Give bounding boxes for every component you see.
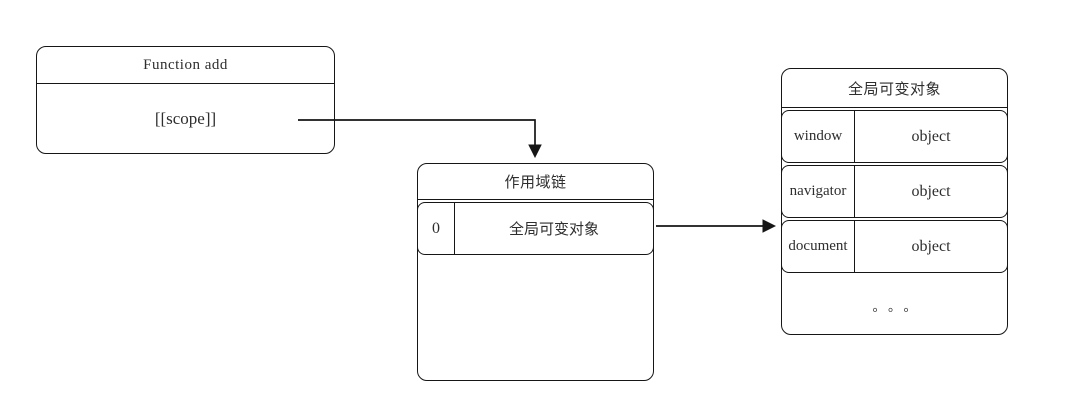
global-entry-window: window object <box>781 110 1008 163</box>
scope-chain-entry-0-index: 0 <box>418 203 455 254</box>
global-entry-window-key: window <box>782 111 855 162</box>
global-variable-object-box-title: 全局可变对象 <box>782 69 1007 108</box>
function-box: Function add [[scope]] <box>36 46 335 154</box>
scope-chain-entry-0-value: 全局可变对象 <box>508 222 599 238</box>
ellipsis-dots: 。。。 <box>872 298 926 314</box>
scope-chain-box: 作用域链 0 全局可变对象 <box>417 163 654 381</box>
scope-chain-box-title: 作用域链 <box>418 164 653 200</box>
global-entry-document-key: document <box>782 221 855 272</box>
global-entry-navigator-key: navigator <box>782 166 855 217</box>
global-entry-document: document object <box>781 220 1008 273</box>
global-variable-object-box: 全局可变对象 window object navigator object do… <box>781 68 1008 335</box>
global-entry-document-value: object <box>911 237 951 255</box>
scope-property-label: [[scope]] <box>154 108 217 128</box>
global-entry-window-value: object <box>911 127 951 145</box>
global-entry-navigator-value: object <box>911 182 951 200</box>
scope-chain-entry-0: 0 全局可变对象 <box>417 202 654 255</box>
global-entry-navigator: navigator object <box>781 165 1008 218</box>
function-box-title: Function add <box>37 47 334 84</box>
